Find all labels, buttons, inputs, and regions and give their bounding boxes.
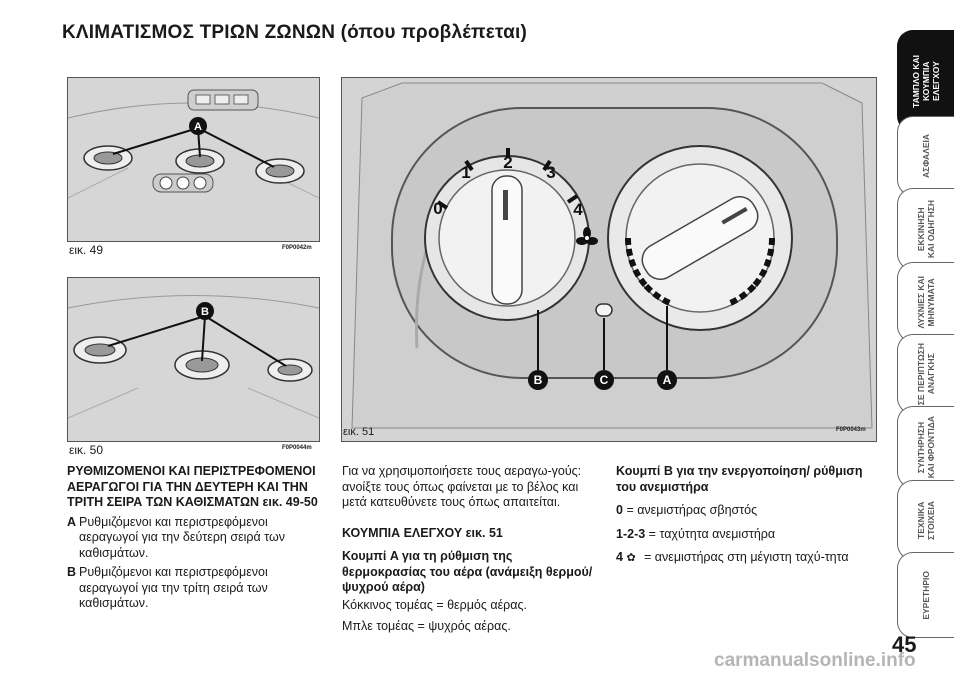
figure-51-code: F0P0043m xyxy=(836,427,866,433)
column-3: Κουμπί B για την ενεργοποίηση/ ρύθμιση τ… xyxy=(616,464,874,567)
fan-off-line: 0 = ανεμιστήρας σβηστός xyxy=(616,503,874,519)
figure-51: 0 1 2 3 4 B C A xyxy=(341,77,877,442)
figure-49-code: F0P0042m xyxy=(282,245,312,251)
fan-speed-0: 0 xyxy=(433,199,442,218)
tab-safety[interactable]: ΑΣΦΑΛΕΙΑ xyxy=(897,116,954,196)
fan-speed-key: 1-2-3 xyxy=(616,526,646,541)
item-a-text: Ρυθμιζόμενοι και περιστρεφόμενοι αεραγωγ… xyxy=(79,514,285,560)
red-sector-text: Κόκκινος τομέας = θερμός αέρας. xyxy=(342,597,528,612)
fan-speed-2: 2 xyxy=(503,153,512,172)
figure-51-label-b: B xyxy=(534,373,543,387)
item-a-key: A xyxy=(67,514,77,529)
fan-speed-text: = ταχύτητα ανεμιστήρα xyxy=(648,526,776,541)
controls-heading: ΚΟΥΜΠΙΑ ΕΛΕΓΧΟΥ εικ. 51 xyxy=(342,525,503,540)
fan-max-icon: ✿ xyxy=(626,552,636,564)
watermark: carmanualsonline.info xyxy=(714,650,916,671)
figure-50-label-b: B xyxy=(201,306,209,318)
figure-50-illustration: B xyxy=(68,278,319,441)
figure-50-caption: εικ. 50 xyxy=(69,443,104,457)
item-a: A Ρυθμιζόμενοι και περιστρεφόμενοι αεραγ… xyxy=(67,515,319,562)
figure-49-label-a: A xyxy=(194,121,202,133)
item-b-key: B xyxy=(67,565,77,579)
knob-a-heading: Κουμπί A για τη ρύθμιση της θερμοκρασίας… xyxy=(342,549,593,594)
figure-51-caption: εικ. 51 xyxy=(343,426,375,438)
tab-dashboard-controls[interactable]: ΤΑΜΠΛΟ ΚΑΙ ΚΟΥΜΠΙΑ ΕΛΕΓΧΟΥ xyxy=(897,30,954,132)
figure-50: B xyxy=(67,277,320,442)
tab-technical-data[interactable]: ΤΕΧΝΙΚΑ ΣΤΟΙΧΕΙΑ xyxy=(897,480,954,560)
tab-lights-messages[interactable]: ΛΥΧΝΙΕΣ ΚΑΙ ΜΗΝΥΜΑΤΑ xyxy=(897,262,954,342)
fan-max-line: 4 ✿ = ανεμιστήρας στη μέγιστη ταχύ-τητα xyxy=(616,550,874,567)
figure-49-illustration: A xyxy=(68,78,319,241)
figure-51-illustration: 0 1 2 3 4 B C A xyxy=(342,78,876,441)
fan-speed-1: 1 xyxy=(461,163,470,182)
figure-49: A xyxy=(67,77,320,242)
blue-sector-text: Μπλε τομέας = ψυχρός αέρας. xyxy=(342,619,511,633)
page-number: 45 xyxy=(892,632,917,657)
tab-starting-driving[interactable]: ΕΚΚΙΝΗΣΗ ΚΑΙ ΟΔΗΓΗΣΗ xyxy=(897,188,954,270)
column-1: ΡΥΘΜΙΖΟΜΕΝΟΙ ΚΑΙ ΠΕΡΙΣΤΡΕΦΟΜΕΝΟΙ ΑΕΡΑΓΩΓ… xyxy=(67,464,319,612)
vents-heading: ΡΥΘΜΙΖΟΜΕΝΟΙ ΚΑΙ ΠΕΡΙΣΤΡΕΦΟΜΕΝΟΙ ΑΕΡΑΓΩΓ… xyxy=(67,464,318,509)
item-b: B Ρυθμιζόμενοι και περιστρεφόμενοι αεραγ… xyxy=(67,565,319,612)
fan-max-text: = ανεμιστήρας στη μέγιστη ταχύ-τητα xyxy=(644,550,849,564)
knob-b-heading: Κουμπί B για την ενεργοποίηση/ ρύθμιση τ… xyxy=(616,464,863,494)
fan-off-text: = ανεμιστήρας σβηστός xyxy=(626,503,758,517)
item-b-text: Ρυθμιζόμενοι και περιστρεφόμενοι αεραγωγ… xyxy=(79,565,268,610)
vents-usage-text: Για να χρησιμοποιήσετε τους αεραγω-γούς:… xyxy=(342,464,582,509)
column-2: Για να χρησιμοποιήσετε τους αεραγω-γούς:… xyxy=(342,464,600,635)
fan-speed-3: 3 xyxy=(546,163,555,182)
fan-speed-4: 4 xyxy=(573,200,583,219)
fan-icon xyxy=(576,227,598,245)
figure-49-caption: εικ. 49 xyxy=(69,243,104,257)
tab-emergency[interactable]: ΣΕ ΠΕΡΙΠΤΩΣΗ ΑΝΑΓΚΗΣ xyxy=(897,334,954,414)
tab-index[interactable]: ΕΥΡΕΤΗΡΙΟ xyxy=(897,552,954,638)
figure-51-label-c: C xyxy=(600,373,609,387)
fan-off-key: 0 xyxy=(616,503,623,517)
figure-50-code: F0P0044m xyxy=(282,445,312,451)
fan-speed-line: 1-2-3 = ταχύτητα ανεμιστήρα xyxy=(616,527,874,543)
fan-max-key: 4 xyxy=(616,550,623,564)
figure-51-label-a: A xyxy=(663,373,672,387)
page-title: ΚΛΙΜΑΤΙΣΜΟΣ ΤΡΙΩΝ ΖΩΝΩΝ (όπου προβλέπετα… xyxy=(62,22,528,43)
tab-maintenance[interactable]: ΣΥΝΤΗΡΗΣΗ ΚΑΙ ΦΡΟΝΤΙΔΑ xyxy=(897,406,954,488)
